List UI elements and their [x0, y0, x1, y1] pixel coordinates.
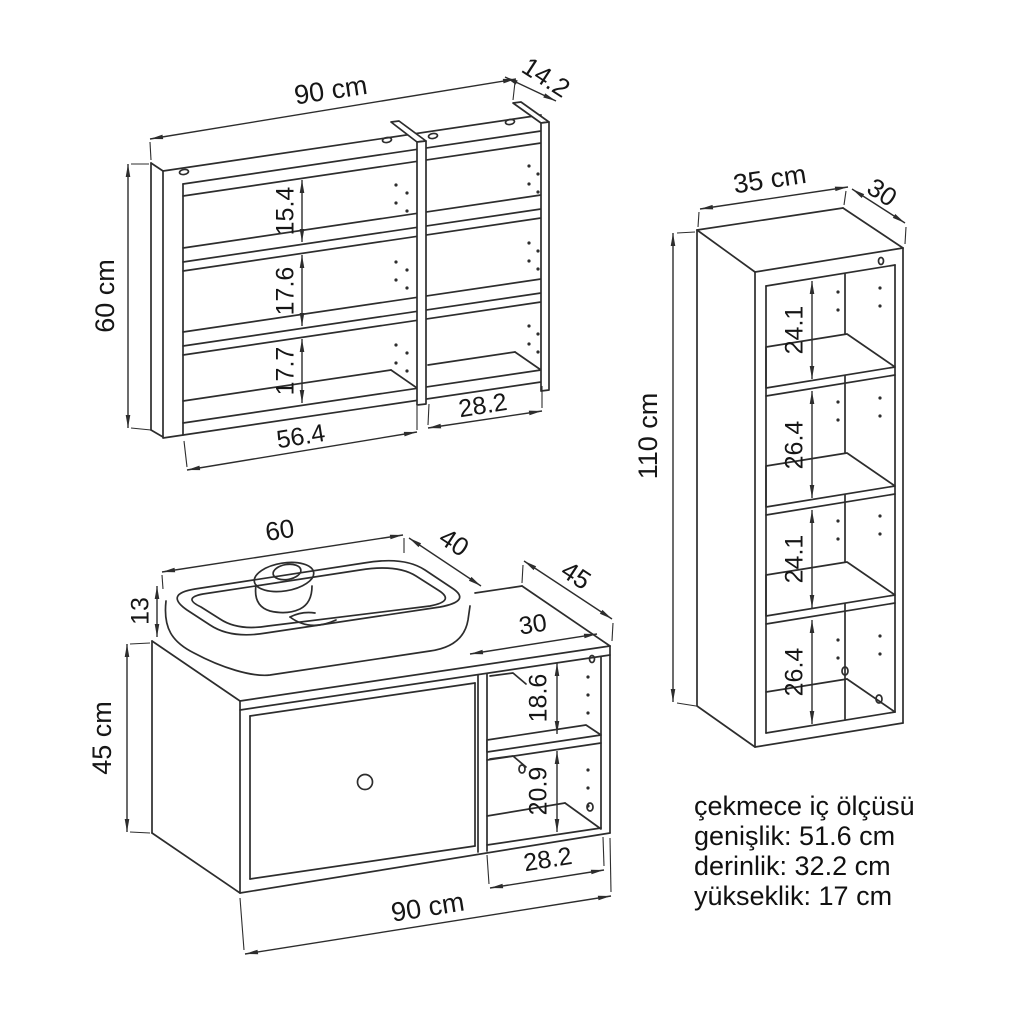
dimension-label: 28.2 — [522, 842, 574, 877]
dimension-label: 30 — [517, 609, 549, 641]
info-line: yükseklik: 17 cm — [694, 881, 893, 911]
dimension-label: 45 cm — [87, 701, 117, 775]
dimension-label: 24.1 — [781, 306, 809, 355]
dimension-label: 26.4 — [781, 648, 809, 697]
wall-shelf-drawing — [150, 101, 550, 439]
dimension-label: 60 — [263, 513, 296, 547]
dimension-label: 40 — [434, 522, 475, 563]
dimension-label: 20.9 — [525, 767, 553, 816]
dimension-label: 26.4 — [781, 421, 809, 470]
drawer-info-block: çekmece iç ölçüsü genişlik: 51.6 cm deri… — [694, 791, 915, 911]
dimension-label: 17.7 — [272, 347, 300, 396]
dimension-label: 30 — [862, 172, 903, 213]
dimension-lines — [124, 76, 907, 955]
dimension-label: 35 cm — [731, 159, 808, 200]
info-line: derinlik: 32.2 cm — [694, 851, 891, 881]
info-title: çekmece iç ölçüsü — [694, 791, 915, 821]
dimension-label: 45 — [556, 555, 597, 596]
dimension-label: 18.6 — [525, 674, 553, 723]
tall-cabinet-drawing — [696, 207, 904, 748]
dimension-label: 110 cm — [633, 393, 663, 480]
dimension-label: 17.6 — [272, 267, 300, 316]
dimension-label: 24.1 — [781, 535, 809, 584]
info-line: genişlik: 51.6 cm — [694, 821, 896, 851]
dimension-label: 56.4 — [275, 419, 328, 454]
vanity-sink-drawing — [151, 559, 611, 894]
dimension-label: 60 cm — [90, 259, 120, 333]
dimension-label: 90 cm — [389, 887, 466, 928]
dimension-label: 15.4 — [272, 187, 300, 236]
dimension-label: 13 — [127, 597, 155, 625]
